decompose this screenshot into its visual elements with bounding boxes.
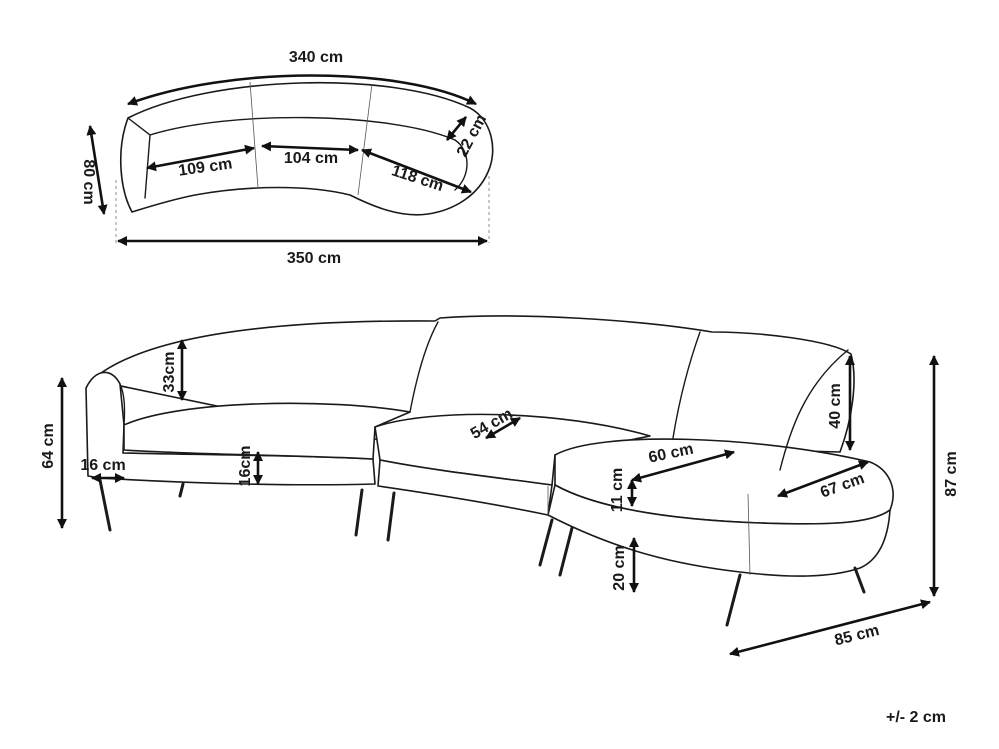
top-view-dimensions bbox=[86, 74, 488, 246]
side-height-right-label: 87 cm bbox=[943, 451, 960, 496]
side-seat-thickness-label: 16cm bbox=[237, 446, 254, 487]
side-cushion-thickness-label: 11 cm bbox=[609, 468, 626, 512]
top-width-outer-label: 340 cm bbox=[289, 49, 343, 66]
side-leg-height-label: 20 cm bbox=[611, 545, 628, 590]
side-back-height-right-label: 40 cm bbox=[827, 383, 844, 428]
side-height-left-label: 64 cm bbox=[40, 423, 57, 468]
side-view-dimensions bbox=[57, 339, 939, 657]
top-width-total-label: 350 cm bbox=[287, 250, 341, 267]
side-arm-width-label: 16 cm bbox=[80, 457, 125, 474]
side-backrest-height-label: 33cm bbox=[161, 352, 178, 393]
sofa-legs bbox=[98, 478, 866, 627]
side-view-sofa-outline bbox=[85, 315, 894, 577]
tolerance-note: +/- 2 cm bbox=[886, 709, 946, 726]
top-seat-middle-label: 104 cm bbox=[284, 150, 338, 167]
top-depth-label: 80 cm bbox=[80, 159, 97, 204]
